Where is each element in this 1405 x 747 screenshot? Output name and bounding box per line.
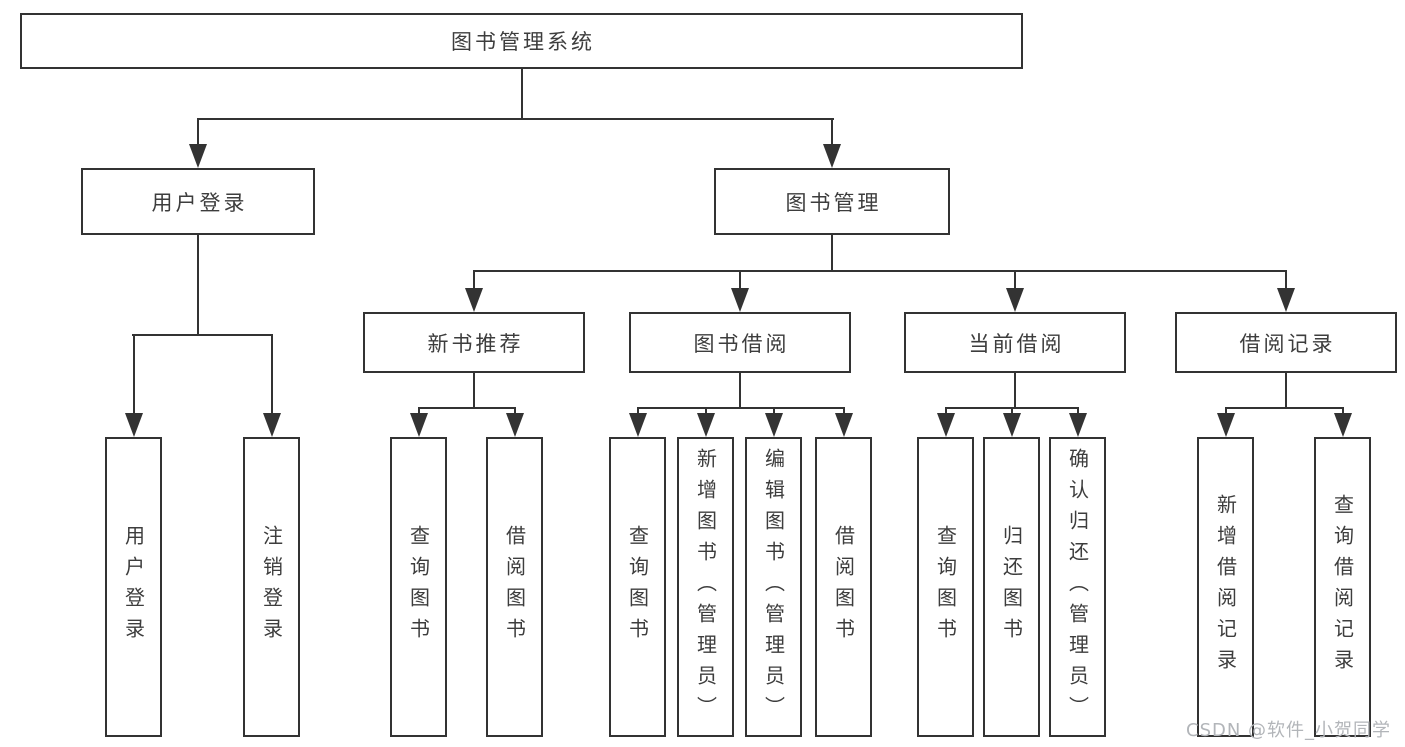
- leaf-query-books-recommend: 查询图书: [390, 437, 447, 737]
- leaf-user-login: 用户登录: [105, 437, 162, 737]
- arrow-down-icon: [834, 413, 853, 437]
- arrow-down-icon: [936, 413, 955, 437]
- leaf-query-borrow-record: 查询借阅记录: [1314, 437, 1371, 737]
- leaf-edit-book-admin: 编辑图书（管理员）: [745, 437, 802, 737]
- connector-shaft-leaf: [132, 334, 135, 417]
- leaf-borrow-books-borrowing: 借阅图书: [815, 437, 872, 737]
- leaf-return-books: 归还图书: [983, 437, 1040, 737]
- connector-shaft-user-login: [197, 118, 199, 148]
- node-root: 图书管理系统: [20, 13, 1023, 69]
- connector-user-login-stem: [197, 235, 199, 336]
- leaf-confirm-return-admin-label: 确认归还（管理员）: [1065, 447, 1090, 727]
- node-book-management-label: 图书管理: [785, 190, 882, 215]
- connector-shaft-book-management: [831, 118, 833, 148]
- leaf-add-borrow-record-label: 新增借阅记录: [1213, 494, 1238, 680]
- node-new-book-recommend: 新书推荐: [363, 312, 585, 373]
- leaf-logout-label: 注销登录: [259, 525, 284, 649]
- connector-borrow-records-stem: [1285, 373, 1287, 409]
- connector-shaft-borrow-records: [1285, 270, 1287, 292]
- connector-current-borrow-stem: [1014, 373, 1016, 409]
- arrow-down-icon: [1006, 288, 1024, 312]
- arrow-down-icon: [1002, 413, 1021, 437]
- leaf-add-book-admin-label: 新增图书（管理员）: [693, 447, 718, 727]
- connector-shaft-leaf: [1010, 407, 1013, 417]
- connector-book-borrow-stem: [739, 373, 741, 409]
- node-current-borrow: 当前借阅: [904, 312, 1126, 373]
- arrow-down-icon: [628, 413, 647, 437]
- connector-new-book-bar: [417, 407, 516, 409]
- node-user-login: 用户登录: [81, 168, 315, 235]
- connector-shaft-leaf: [1224, 407, 1227, 417]
- connector-shaft-book-borrow: [739, 270, 741, 292]
- leaf-edit-book-admin-label: 编辑图书（管理员）: [761, 447, 786, 727]
- node-book-borrow-label: 图书借阅: [693, 331, 790, 356]
- node-borrow-records: 借阅记录: [1175, 312, 1397, 373]
- arrow-down-icon: [409, 413, 428, 437]
- arrow-down-icon: [262, 413, 281, 437]
- connector-new-book-stem: [473, 373, 475, 409]
- leaf-query-books-borrowing: 查询图书: [609, 437, 666, 737]
- arrow-down-icon: [465, 288, 483, 312]
- connector-borrow-records-bar: [1224, 407, 1344, 409]
- connector-shaft-leaf: [842, 407, 845, 417]
- connector-shaft-leaf: [270, 334, 273, 417]
- arrow-down-icon: [1333, 413, 1352, 437]
- connector-shaft-leaf: [944, 407, 947, 417]
- leaf-query-books-borrowing-label: 查询图书: [625, 525, 650, 649]
- arrow-down-icon: [731, 288, 749, 312]
- csdn-watermark: CSDN @软件_小贺同学: [1186, 720, 1392, 741]
- connector-shaft-leaf: [636, 407, 639, 417]
- node-root-label: 图书管理系统: [451, 30, 595, 54]
- connector-shaft-leaf: [1341, 407, 1344, 417]
- arrow-down-icon: [764, 413, 783, 437]
- leaf-confirm-return-admin: 确认归还（管理员）: [1049, 437, 1106, 737]
- node-borrow-records-label: 借阅记录: [1239, 331, 1336, 356]
- leaf-logout: 注销登录: [243, 437, 300, 737]
- leaf-borrow-books-recommend: 借阅图书: [486, 437, 543, 737]
- leaf-add-book-admin: 新增图书（管理员）: [677, 437, 734, 737]
- connector-shaft-leaf: [513, 407, 516, 417]
- node-book-management: 图书管理: [714, 168, 950, 235]
- leaf-query-books-current: 查询图书: [917, 437, 974, 737]
- arrow-down-icon: [1216, 413, 1235, 437]
- connector-book-borrow-bar: [636, 407, 845, 409]
- connector-shaft-current-borrow: [1014, 270, 1016, 292]
- leaf-user-login-label: 用户登录: [121, 525, 146, 649]
- connector-shaft-leaf: [1076, 407, 1079, 417]
- connector-book-management-bar: [473, 270, 1287, 272]
- arrow-down-icon: [124, 413, 143, 437]
- leaf-query-borrow-record-label: 查询借阅记录: [1330, 494, 1355, 680]
- connector-shaft-leaf: [704, 407, 707, 417]
- connector-root-stem: [521, 69, 523, 120]
- arrow-down-icon: [1068, 413, 1087, 437]
- node-new-book-recommend-label: 新书推荐: [427, 331, 524, 356]
- arrow-down-icon: [1277, 288, 1295, 312]
- node-book-borrow: 图书借阅: [629, 312, 851, 373]
- arrow-down-icon: [696, 413, 715, 437]
- connector-user-login-bar: [132, 334, 273, 336]
- leaf-borrow-books-borrowing-label: 借阅图书: [831, 525, 856, 649]
- connector-root-bar: [197, 118, 834, 120]
- leaf-add-borrow-record: 新增借阅记录: [1197, 437, 1254, 737]
- arrow-down-icon: [505, 413, 524, 437]
- connector-shaft-new-book: [473, 270, 475, 292]
- leaf-return-books-label: 归还图书: [999, 525, 1024, 649]
- connector-shaft-leaf: [417, 407, 420, 417]
- arrow-down-icon: [189, 144, 207, 168]
- node-current-borrow-label: 当前借阅: [968, 331, 1065, 356]
- leaf-query-books-current-label: 查询图书: [933, 525, 958, 649]
- connector-shaft-leaf: [772, 407, 775, 417]
- arrow-down-icon: [823, 144, 841, 168]
- leaf-borrow-books-recommend-label: 借阅图书: [502, 525, 527, 649]
- connector-book-management-stem: [831, 235, 833, 272]
- node-user-login-label: 用户登录: [151, 190, 248, 215]
- leaf-query-books-recommend-label: 查询图书: [406, 525, 431, 649]
